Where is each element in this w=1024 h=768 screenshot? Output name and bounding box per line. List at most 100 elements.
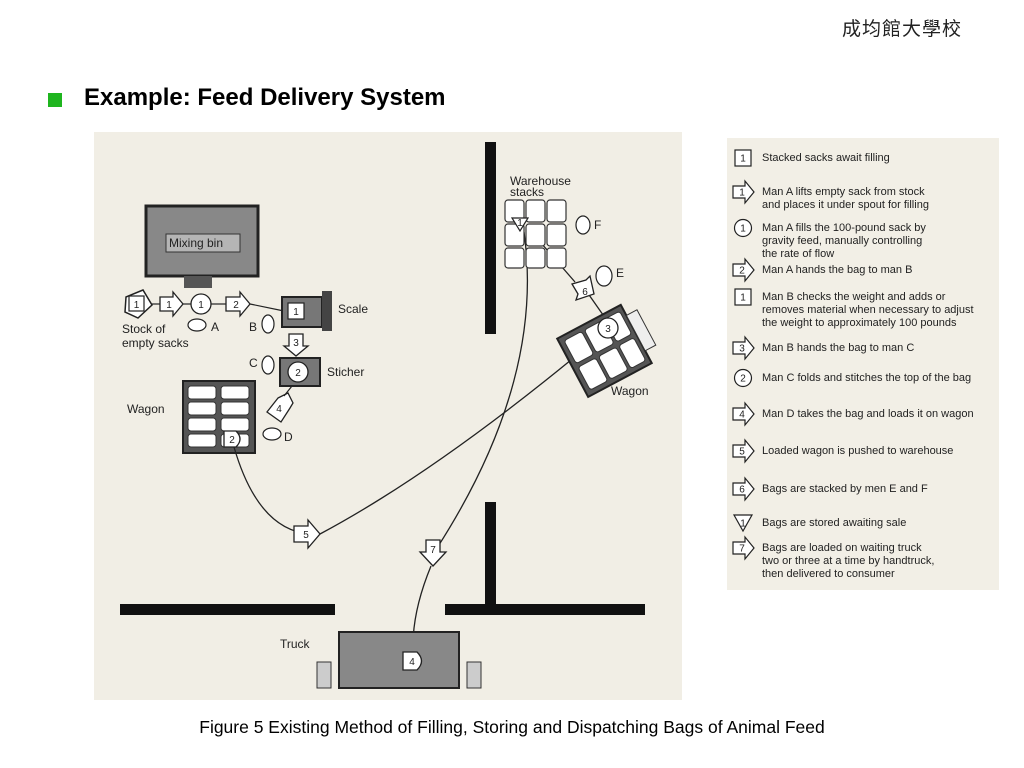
man-b-label: B bbox=[249, 320, 257, 334]
legend-symbol-number: 2 bbox=[740, 374, 746, 385]
man-a-icon bbox=[187, 318, 207, 332]
legend-symbol-square bbox=[734, 288, 752, 306]
man-b-icon bbox=[261, 314, 275, 334]
transport-5-number: 5 bbox=[303, 530, 309, 541]
truck-label: Truck bbox=[280, 637, 311, 651]
legend-symbol-number: 7 bbox=[739, 544, 745, 555]
legend-text: Bags are stored awaiting sale bbox=[762, 517, 906, 529]
legend-text: Man A fills the 100-pound sack by bbox=[762, 222, 926, 234]
storage-1-number: 1 bbox=[134, 300, 140, 311]
legend-symbol-circle bbox=[733, 368, 753, 388]
stock-label-line1: Stock of bbox=[122, 322, 166, 336]
legend-symbol-number: 1 bbox=[740, 519, 746, 530]
wall-bottom-right bbox=[445, 604, 645, 615]
truck-wheel-right bbox=[466, 661, 482, 689]
legend-symbol-arrow bbox=[732, 535, 755, 561]
transport-7-number: 7 bbox=[430, 545, 436, 556]
warehouse-stacks bbox=[504, 199, 567, 269]
legend-text: Man A lifts empty sack from stock bbox=[762, 186, 925, 198]
transport-3-arrow bbox=[282, 333, 310, 357]
transport-6-arrow bbox=[571, 274, 595, 302]
warehouse-label-line1: Warehouse bbox=[510, 174, 571, 188]
legend-symbol-square bbox=[734, 149, 752, 167]
legend-symbol-number: 3 bbox=[739, 344, 745, 355]
transport-7-arrow bbox=[418, 539, 448, 567]
legend-symbol-triangle bbox=[732, 514, 754, 533]
legend-symbol-number: 1 bbox=[739, 188, 745, 199]
man-e-label: E bbox=[616, 266, 624, 280]
warehouse-label-line2: stacks bbox=[510, 185, 544, 199]
mixing-bin-spout bbox=[184, 276, 212, 288]
legend-text: then delivered to consumer bbox=[762, 568, 895, 580]
legend-symbol-arrow bbox=[732, 257, 755, 283]
operation-1-number: 1 bbox=[198, 300, 204, 311]
delay-2-number: 2 bbox=[229, 435, 235, 446]
man-f-label: F bbox=[594, 218, 601, 232]
flow-wagon-to-transport-5 bbox=[233, 446, 311, 535]
legend-symbol-circle bbox=[733, 218, 753, 238]
transport-6-number: 6 bbox=[582, 287, 588, 298]
transport-2-number: 2 bbox=[233, 300, 239, 311]
legend-symbol-number: 5 bbox=[739, 447, 745, 458]
legend: 1 Stacked sacks await filling 1 Man A lifts… bbox=[732, 149, 974, 580]
legend-text: Stacked sacks await filling bbox=[762, 152, 890, 164]
man-e-icon bbox=[595, 265, 613, 287]
delay-4-symbol bbox=[402, 651, 423, 671]
man-c-label: C bbox=[249, 356, 258, 370]
mixing-bin-label-box bbox=[165, 233, 241, 253]
legend-text: Man B checks the weight and adds or bbox=[762, 291, 946, 303]
legend-text: Man D takes the bag and loads it on wago… bbox=[762, 408, 974, 420]
transport-1-number: 1 bbox=[166, 300, 172, 311]
wagon-left-label: Wagon bbox=[127, 402, 165, 416]
inspection-1-symbol bbox=[287, 302, 305, 320]
legend-symbol-number: 1 bbox=[740, 224, 746, 235]
legend-symbol-arrow bbox=[732, 476, 755, 502]
transport-3-number: 3 bbox=[293, 338, 299, 349]
legend-text: Man B hands the bag to man C bbox=[762, 342, 914, 354]
legend-text: Loaded wagon is pushed to warehouse bbox=[762, 445, 953, 457]
university-logo: 成均館大學校 bbox=[842, 18, 963, 40]
legend-symbol-number: 4 bbox=[739, 410, 745, 421]
storage-1-symbol bbox=[128, 295, 145, 312]
legend-symbol-number: 6 bbox=[739, 485, 745, 496]
man-c-icon bbox=[261, 355, 275, 375]
stock-label-line2: empty sacks bbox=[122, 336, 189, 350]
operation-2-circle bbox=[287, 361, 309, 383]
legend-text: the rate of flow bbox=[762, 248, 834, 260]
transport-2-arrow bbox=[225, 290, 251, 318]
wall-upper bbox=[485, 142, 496, 334]
operation-3-circle bbox=[597, 317, 619, 339]
legend-background bbox=[727, 138, 999, 590]
legend-symbol-number: 1 bbox=[740, 293, 746, 304]
man-d-icon bbox=[262, 427, 282, 441]
delay-4-number: 4 bbox=[409, 657, 415, 668]
legend-text: two or three at a time by handtruck, bbox=[762, 555, 934, 567]
sticher-label: Sticher bbox=[327, 365, 364, 379]
legend-symbol-arrow bbox=[732, 401, 755, 427]
legend-text: removes material when necessary to adjus… bbox=[762, 304, 974, 316]
page-title: Example: Feed Delivery System bbox=[84, 84, 446, 111]
operation-3-number: 3 bbox=[605, 324, 611, 335]
wall-bottom-left bbox=[120, 604, 335, 615]
man-f-icon bbox=[575, 215, 591, 235]
transport-1-arrow bbox=[159, 290, 184, 318]
truck bbox=[338, 631, 460, 689]
legend-text: Man C folds and stitches the top of the … bbox=[762, 372, 971, 384]
storage-warehouse-triangle bbox=[510, 217, 530, 233]
legend-symbol-arrow bbox=[732, 438, 755, 464]
legend-text: gravity feed, manually controlling bbox=[762, 235, 922, 247]
man-d-label: D bbox=[284, 430, 293, 444]
truck-wheel-left bbox=[316, 661, 332, 689]
transport-4-number: 4 bbox=[276, 404, 282, 415]
flow-transport-5-to-wagon bbox=[319, 335, 601, 535]
legend-symbol-arrow bbox=[732, 179, 755, 205]
legend-text: Bags are loaded on waiting truck bbox=[762, 542, 922, 554]
wagon-right bbox=[555, 303, 657, 399]
wagon-right-label: Wagon bbox=[611, 384, 649, 398]
transport-5-arrow bbox=[293, 518, 321, 550]
inspection-1-number: 1 bbox=[293, 307, 299, 318]
figure-caption: Figure 5 Existing Method of Filling, Sto… bbox=[199, 717, 825, 737]
wall-lower bbox=[485, 502, 496, 614]
legend-text: the weight to approximately 100 pounds bbox=[762, 317, 957, 329]
